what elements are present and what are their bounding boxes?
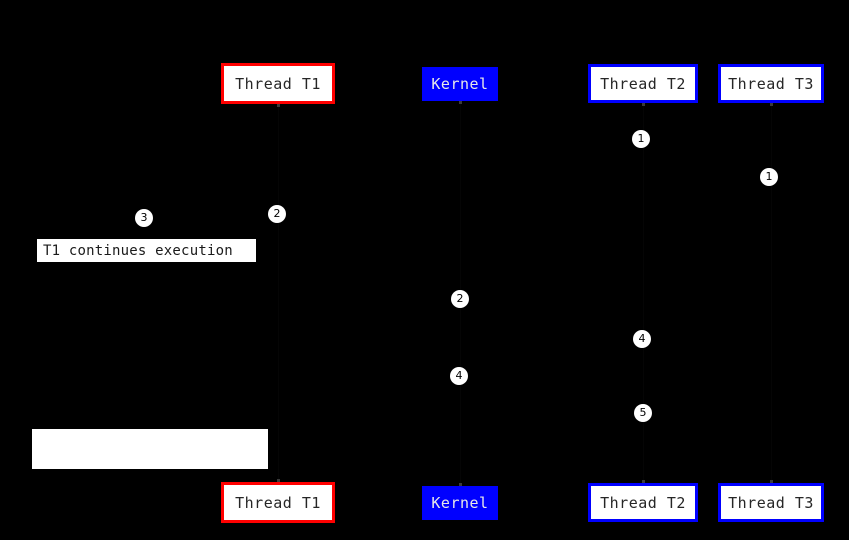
lifeline-3 xyxy=(771,103,772,483)
participant-top-kernel: Kernel xyxy=(422,67,498,101)
participant-bottom-kernel: Kernel xyxy=(422,486,498,520)
lifeline-0 xyxy=(278,104,279,482)
participant-label: Thread T2 xyxy=(600,74,686,93)
participant-label: Kernel xyxy=(431,494,489,512)
lifeline-anchor-bottom-3 xyxy=(770,480,773,483)
lifeline-anchor-bottom-2 xyxy=(642,480,645,483)
participant-top-thread-t1: Thread T1 xyxy=(221,63,335,104)
note-text: T1 continues execution xyxy=(43,242,233,259)
step-marker-4-6: 4 xyxy=(450,367,468,385)
step-marker-1-0: 1 xyxy=(632,130,650,148)
step-marker-2-3: 2 xyxy=(268,205,286,223)
lifeline-anchor-bottom-0 xyxy=(277,479,280,482)
participant-label: Thread T3 xyxy=(728,493,814,512)
note-box-empty xyxy=(32,429,268,469)
lifeline-anchor-top-2 xyxy=(642,103,645,106)
participant-top-thread-t2: Thread T2 xyxy=(588,64,698,103)
participant-label: Thread T1 xyxy=(235,74,321,93)
participant-bottom-thread-t2: Thread T2 xyxy=(588,483,698,522)
step-marker-4-5: 4 xyxy=(633,330,651,348)
note-box-0: T1 continues execution xyxy=(36,238,257,263)
step-marker-2-4: 2 xyxy=(451,290,469,308)
step-marker-3-2: 3 xyxy=(135,209,153,227)
lifeline-anchor-bottom-1 xyxy=(459,483,462,486)
lifeline-anchor-top-1 xyxy=(459,101,462,104)
participant-label: Thread T1 xyxy=(235,493,321,512)
participant-label: Thread T3 xyxy=(728,74,814,93)
participant-top-thread-t3: Thread T3 xyxy=(718,64,824,103)
participant-label: Thread T2 xyxy=(600,493,686,512)
step-marker-1-1: 1 xyxy=(760,168,778,186)
lifeline-2 xyxy=(643,103,644,483)
lifeline-anchor-top-0 xyxy=(277,104,280,107)
step-marker-5-7: 5 xyxy=(634,404,652,422)
lifeline-anchor-top-3 xyxy=(770,103,773,106)
participant-bottom-thread-t1: Thread T1 xyxy=(221,482,335,523)
participant-label: Kernel xyxy=(431,75,489,93)
participant-bottom-thread-t3: Thread T3 xyxy=(718,483,824,522)
